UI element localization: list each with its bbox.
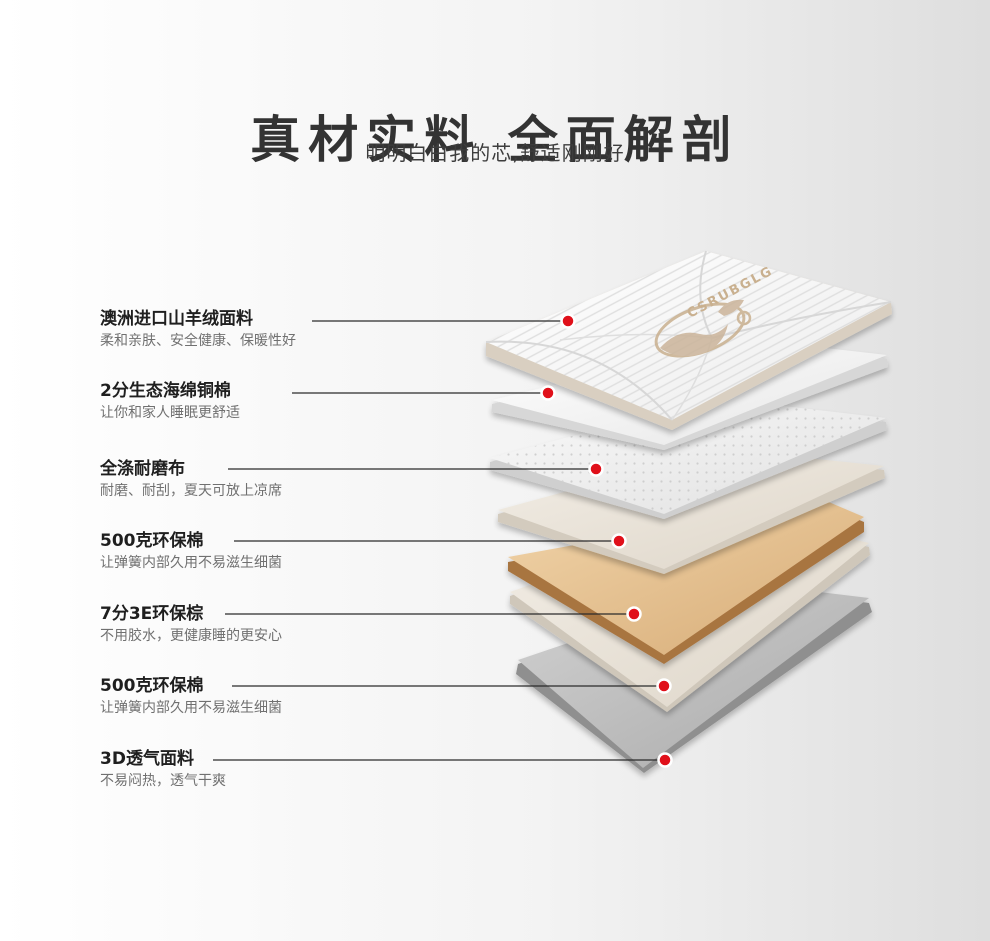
layer-name: 全涤耐磨布 xyxy=(100,459,185,479)
layer-cotton-top-sheet xyxy=(498,449,885,574)
page-title: 真材实料 全面解剖 xyxy=(250,110,740,169)
layer-desc: 不易闷热，透气干爽 xyxy=(100,773,226,789)
layer-name: 500克环保棉 xyxy=(100,676,204,696)
layer-callout-5: 7分3E环保棕 不用胶水，更健康睡的更安心 xyxy=(100,603,282,646)
layer-name: 澳洲进口山羊绒面料 xyxy=(100,309,253,329)
layer-name: 500克环保棉 xyxy=(100,531,204,551)
leader-lines xyxy=(213,320,665,761)
layer-callout-6: 500克环保棉 让弹簧内部久用不易滋生细菌 xyxy=(100,675,282,718)
layer-desc: 让弹簧内部久用不易滋生细菌 xyxy=(100,555,282,571)
red-dot-marker xyxy=(657,752,673,768)
layer-callout-1: 澳洲进口山羊绒面料 柔和亲肤、安全健康、保暖性好 xyxy=(100,308,296,351)
layer-desc: 不用胶水，更健康睡的更安心 xyxy=(100,628,282,644)
layer-callout-4: 500克环保棉 让弹簧内部久用不易滋生细菌 xyxy=(100,530,282,573)
layer-callout-7: 3D透气面料 不易闷热，透气干爽 xyxy=(100,748,226,791)
red-dot-marker xyxy=(540,385,556,401)
layer-callout-3: 全涤耐磨布 耐磨、耐刮，夏天可放上凉席 xyxy=(100,458,282,501)
layer-callout-2: 2分生态海绵铜棉 让你和家人睡眠更舒适 xyxy=(100,380,240,423)
layer-desc: 耐磨、耐刮，夏天可放上凉席 xyxy=(100,483,282,499)
red-dot-marker xyxy=(626,606,642,622)
layer-wear-resistant-sheet xyxy=(490,398,887,519)
layer-desc: 柔和亲肤、安全健康、保暖性好 xyxy=(100,333,296,349)
red-dot-marker xyxy=(656,678,672,694)
layer-name: 3D透气面料 xyxy=(100,749,194,769)
markers xyxy=(540,313,673,768)
layer-coconut-fiber-sheet xyxy=(508,500,864,664)
goat-crest-logo xyxy=(654,299,752,358)
red-dot-marker xyxy=(611,533,627,549)
red-dot-marker xyxy=(560,313,576,329)
layer-desc: 让弹簧内部久用不易滋生细菌 xyxy=(100,700,282,716)
layer-desc: 让你和家人睡眠更舒适 xyxy=(100,405,240,421)
red-dot-marker xyxy=(588,461,604,477)
layer-cashmere-quilt: CSRUBGLG xyxy=(485,250,892,430)
layer-name: 7分3E环保棕 xyxy=(100,604,204,624)
layer-name: 2分生态海绵铜棉 xyxy=(100,381,231,401)
page-subtitle: 明明白白我的芯,舒适刚刚好 xyxy=(365,141,625,165)
